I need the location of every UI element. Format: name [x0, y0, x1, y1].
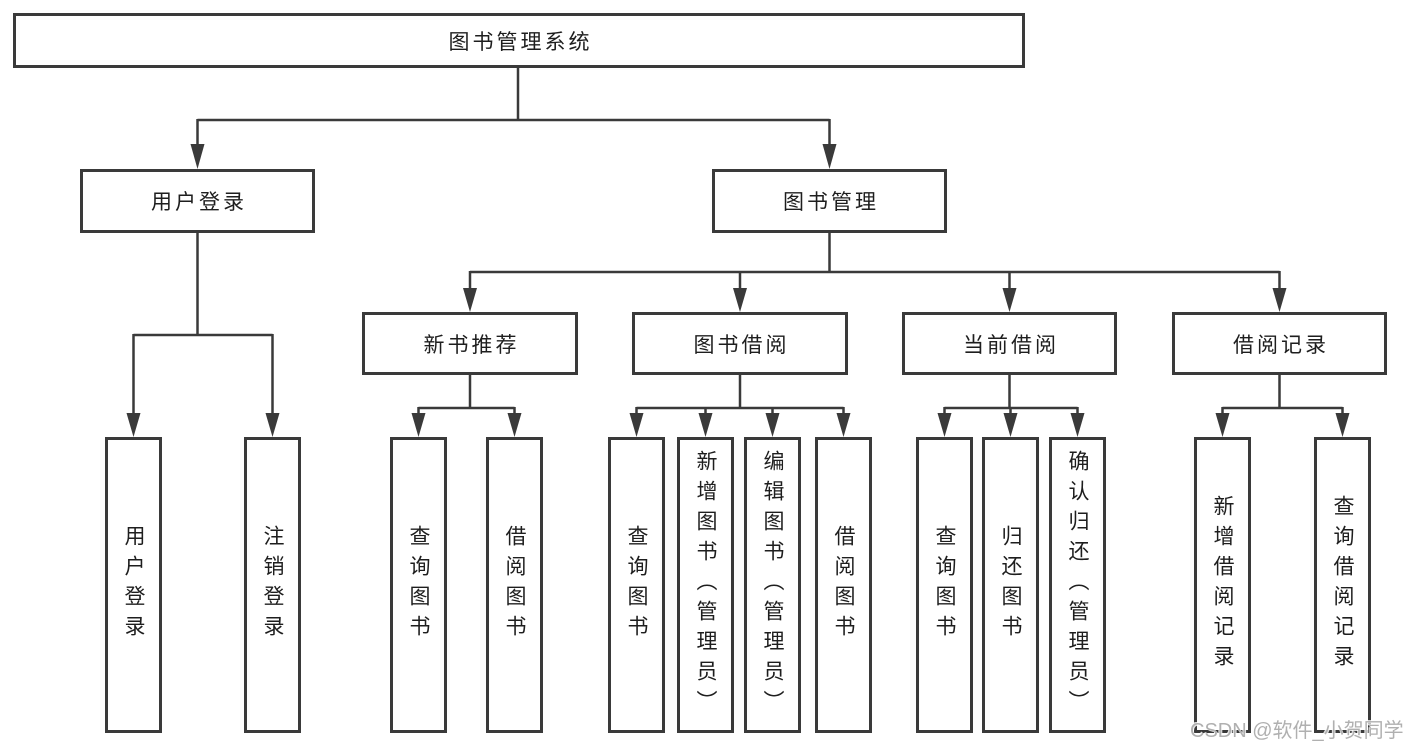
node-borrowing-records-label: 借阅记录 — [1233, 333, 1329, 357]
watermark-text: CSDN @软件_小贺同学 — [1190, 720, 1404, 742]
arrowheads — [126, 144, 1350, 437]
node-leaf-edit-books-admin-label: 编辑图书（管理员） — [761, 450, 785, 720]
node-leaf-query-books-recommend-label: 查询图书 — [407, 525, 431, 645]
node-leaf-add-borrow-record: 新增借阅记录 — [1194, 437, 1251, 733]
node-root: 图书管理系统 — [13, 13, 1025, 68]
node-book-borrowing-label: 图书借阅 — [693, 333, 790, 357]
node-book-management: 图书管理 — [712, 169, 947, 233]
node-new-book-recommend: 新书推荐 — [362, 312, 578, 375]
node-leaf-confirm-return-admin-label: 确认归还（管理员） — [1066, 450, 1090, 720]
node-leaf-query-books-borrowing: 查询图书 — [608, 437, 665, 733]
node-leaf-borrow-books-recommend-label: 借阅图书 — [503, 525, 527, 645]
node-book-management-label: 图书管理 — [783, 191, 879, 214]
node-leaf-confirm-return-admin: 确认归还（管理员） — [1049, 437, 1106, 733]
node-leaf-query-books-borrowing-label: 查询图书 — [625, 525, 649, 645]
node-leaf-return-books-label: 归还图书 — [999, 525, 1023, 645]
node-root-label: 图书管理系统 — [448, 30, 593, 54]
node-leaf-query-borrow-record: 查询借阅记录 — [1314, 437, 1371, 733]
node-leaf-borrow-books-recommend: 借阅图书 — [486, 437, 543, 733]
node-leaf-user-login: 用户登录 — [105, 437, 162, 733]
node-leaf-logout-login: 注销登录 — [244, 437, 301, 733]
node-new-book-recommend-label: 新书推荐 — [423, 333, 520, 357]
node-leaf-user-login-label: 用户登录 — [122, 525, 146, 645]
node-leaf-query-borrow-record-label: 查询借阅记录 — [1331, 495, 1355, 675]
node-leaf-borrow-books-borrowing-label: 借阅图书 — [832, 525, 856, 645]
node-leaf-query-books-recommend: 查询图书 — [390, 437, 447, 733]
node-leaf-add-books-admin-label: 新增图书（管理员） — [694, 450, 718, 720]
node-book-borrowing: 图书借阅 — [632, 312, 848, 375]
node-leaf-add-borrow-record-label: 新增借阅记录 — [1211, 495, 1235, 675]
node-borrowing-records: 借阅记录 — [1172, 312, 1387, 375]
node-current-borrowing: 当前借阅 — [902, 312, 1117, 375]
node-leaf-query-books-current-label: 查询图书 — [933, 525, 957, 645]
node-user-login: 用户登录 — [80, 169, 315, 233]
node-leaf-edit-books-admin: 编辑图书（管理员） — [744, 437, 801, 733]
node-leaf-add-books-admin: 新增图书（管理员） — [677, 437, 734, 733]
node-leaf-logout-login-label: 注销登录 — [261, 525, 285, 645]
node-current-borrowing-label: 当前借阅 — [963, 333, 1059, 357]
node-leaf-return-books: 归还图书 — [982, 437, 1039, 733]
node-leaf-query-books-current: 查询图书 — [916, 437, 973, 733]
node-user-login-label: 用户登录 — [151, 191, 247, 214]
node-leaf-borrow-books-borrowing: 借阅图书 — [815, 437, 872, 733]
